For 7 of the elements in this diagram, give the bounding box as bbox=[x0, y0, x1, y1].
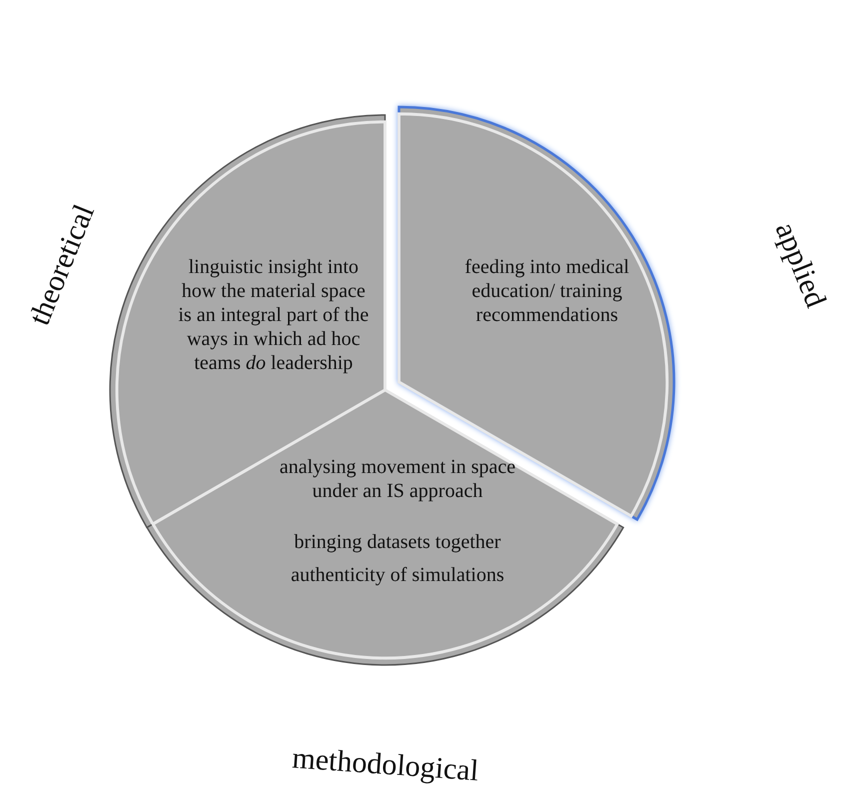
category-label: methodological bbox=[290, 742, 480, 788]
segment-text: feeding into medical education/ training recommendations bbox=[464, 255, 630, 327]
segment-text: analysing movement in space under an IS approach bbox=[278, 455, 516, 503]
segment-text: bringing datasets together bbox=[293, 530, 502, 554]
segment-text: authenticity of simulations bbox=[290, 563, 506, 587]
pie-segment bbox=[146, 390, 624, 665]
segment-text: linguistic insight into how the material space is an integral part of the ways in which ad hoc teams do leadership bbox=[177, 255, 370, 375]
